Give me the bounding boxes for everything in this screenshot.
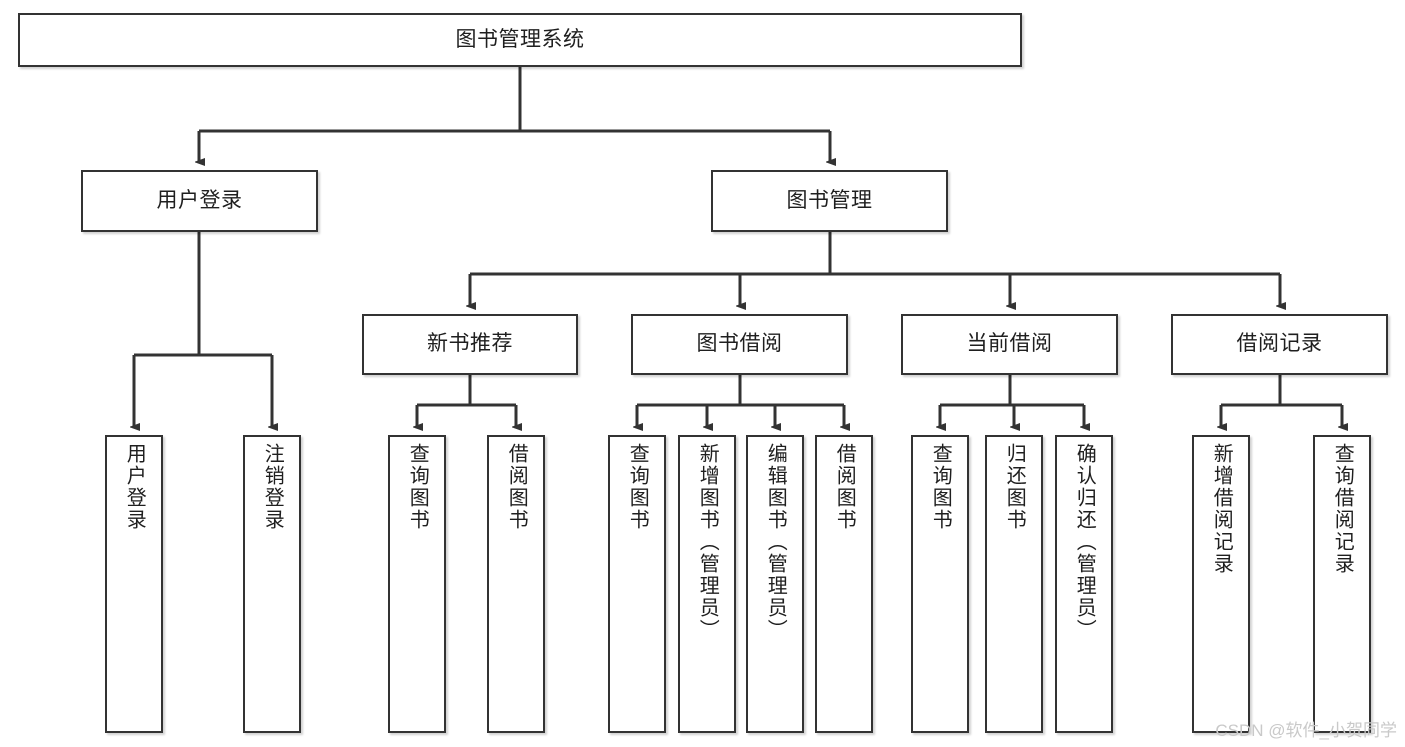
node-leaf-confirm-return-admin-label: 确认归还（管理员）: [1073, 443, 1096, 641]
node-borrow-record-label: 借阅记录: [1236, 332, 1323, 356]
node-leaf-query-borrow-record[interactable]: 查询借阅记录: [1313, 435, 1371, 733]
node-root[interactable]: 图书管理系统: [18, 13, 1022, 67]
node-leaf-query-book-current[interactable]: 查询图书: [911, 435, 969, 733]
csdn-watermark: CSDN @软件_小贺同学: [1215, 721, 1397, 740]
node-leaf-add-borrow-record-label: 新增借阅记录: [1210, 443, 1233, 575]
node-current-borrow[interactable]: 当前借阅: [901, 314, 1118, 375]
node-user-login[interactable]: 用户登录: [81, 170, 318, 232]
node-leaf-user-login[interactable]: 用户登录: [105, 435, 163, 733]
node-leaf-borrow-book-label: 借阅图书: [833, 443, 856, 531]
node-new-book-recommend-label: 新书推荐: [427, 332, 513, 356]
node-leaf-borrow-book-recommend[interactable]: 借阅图书: [487, 435, 545, 733]
node-root-label: 图书管理系统: [455, 27, 585, 51]
node-book-borrow-label: 图书借阅: [696, 332, 783, 356]
node-new-book-recommend[interactable]: 新书推荐: [362, 314, 578, 375]
node-leaf-borrow-book-recommend-label: 借阅图书: [505, 443, 528, 531]
node-leaf-return-book[interactable]: 归还图书: [985, 435, 1043, 733]
node-book-management[interactable]: 图书管理: [711, 170, 948, 232]
node-leaf-query-book-current-label: 查询图书: [929, 443, 952, 531]
node-current-borrow-label: 当前借阅: [966, 332, 1053, 356]
node-leaf-query-book-borrow-label: 查询图书: [626, 443, 649, 531]
node-leaf-query-borrow-record-label: 查询借阅记录: [1331, 443, 1354, 575]
node-leaf-return-book-label: 归还图书: [1003, 443, 1026, 531]
node-leaf-add-borrow-record[interactable]: 新增借阅记录: [1192, 435, 1250, 733]
node-leaf-confirm-return-admin[interactable]: 确认归还（管理员）: [1055, 435, 1113, 733]
node-leaf-add-book-admin[interactable]: 新增图书（管理员）: [678, 435, 736, 733]
node-borrow-record[interactable]: 借阅记录: [1171, 314, 1388, 375]
node-leaf-query-book-recommend-label: 查询图书: [406, 443, 429, 531]
node-leaf-user-logout[interactable]: 注销登录: [243, 435, 301, 733]
node-leaf-user-logout-label: 注销登录: [261, 443, 284, 531]
node-leaf-user-login-label: 用户登录: [123, 443, 146, 531]
node-leaf-add-book-admin-label: 新增图书（管理员）: [696, 443, 719, 641]
node-leaf-edit-book-admin-label: 编辑图书（管理员）: [764, 443, 787, 641]
node-leaf-query-book-borrow[interactable]: 查询图书: [608, 435, 666, 733]
node-leaf-edit-book-admin[interactable]: 编辑图书（管理员）: [746, 435, 804, 733]
node-user-login-label: 用户登录: [156, 188, 243, 212]
node-book-management-label: 图书管理: [786, 188, 873, 212]
node-leaf-query-book-recommend[interactable]: 查询图书: [388, 435, 446, 733]
node-leaf-borrow-book[interactable]: 借阅图书: [815, 435, 873, 733]
node-book-borrow[interactable]: 图书借阅: [631, 314, 848, 375]
